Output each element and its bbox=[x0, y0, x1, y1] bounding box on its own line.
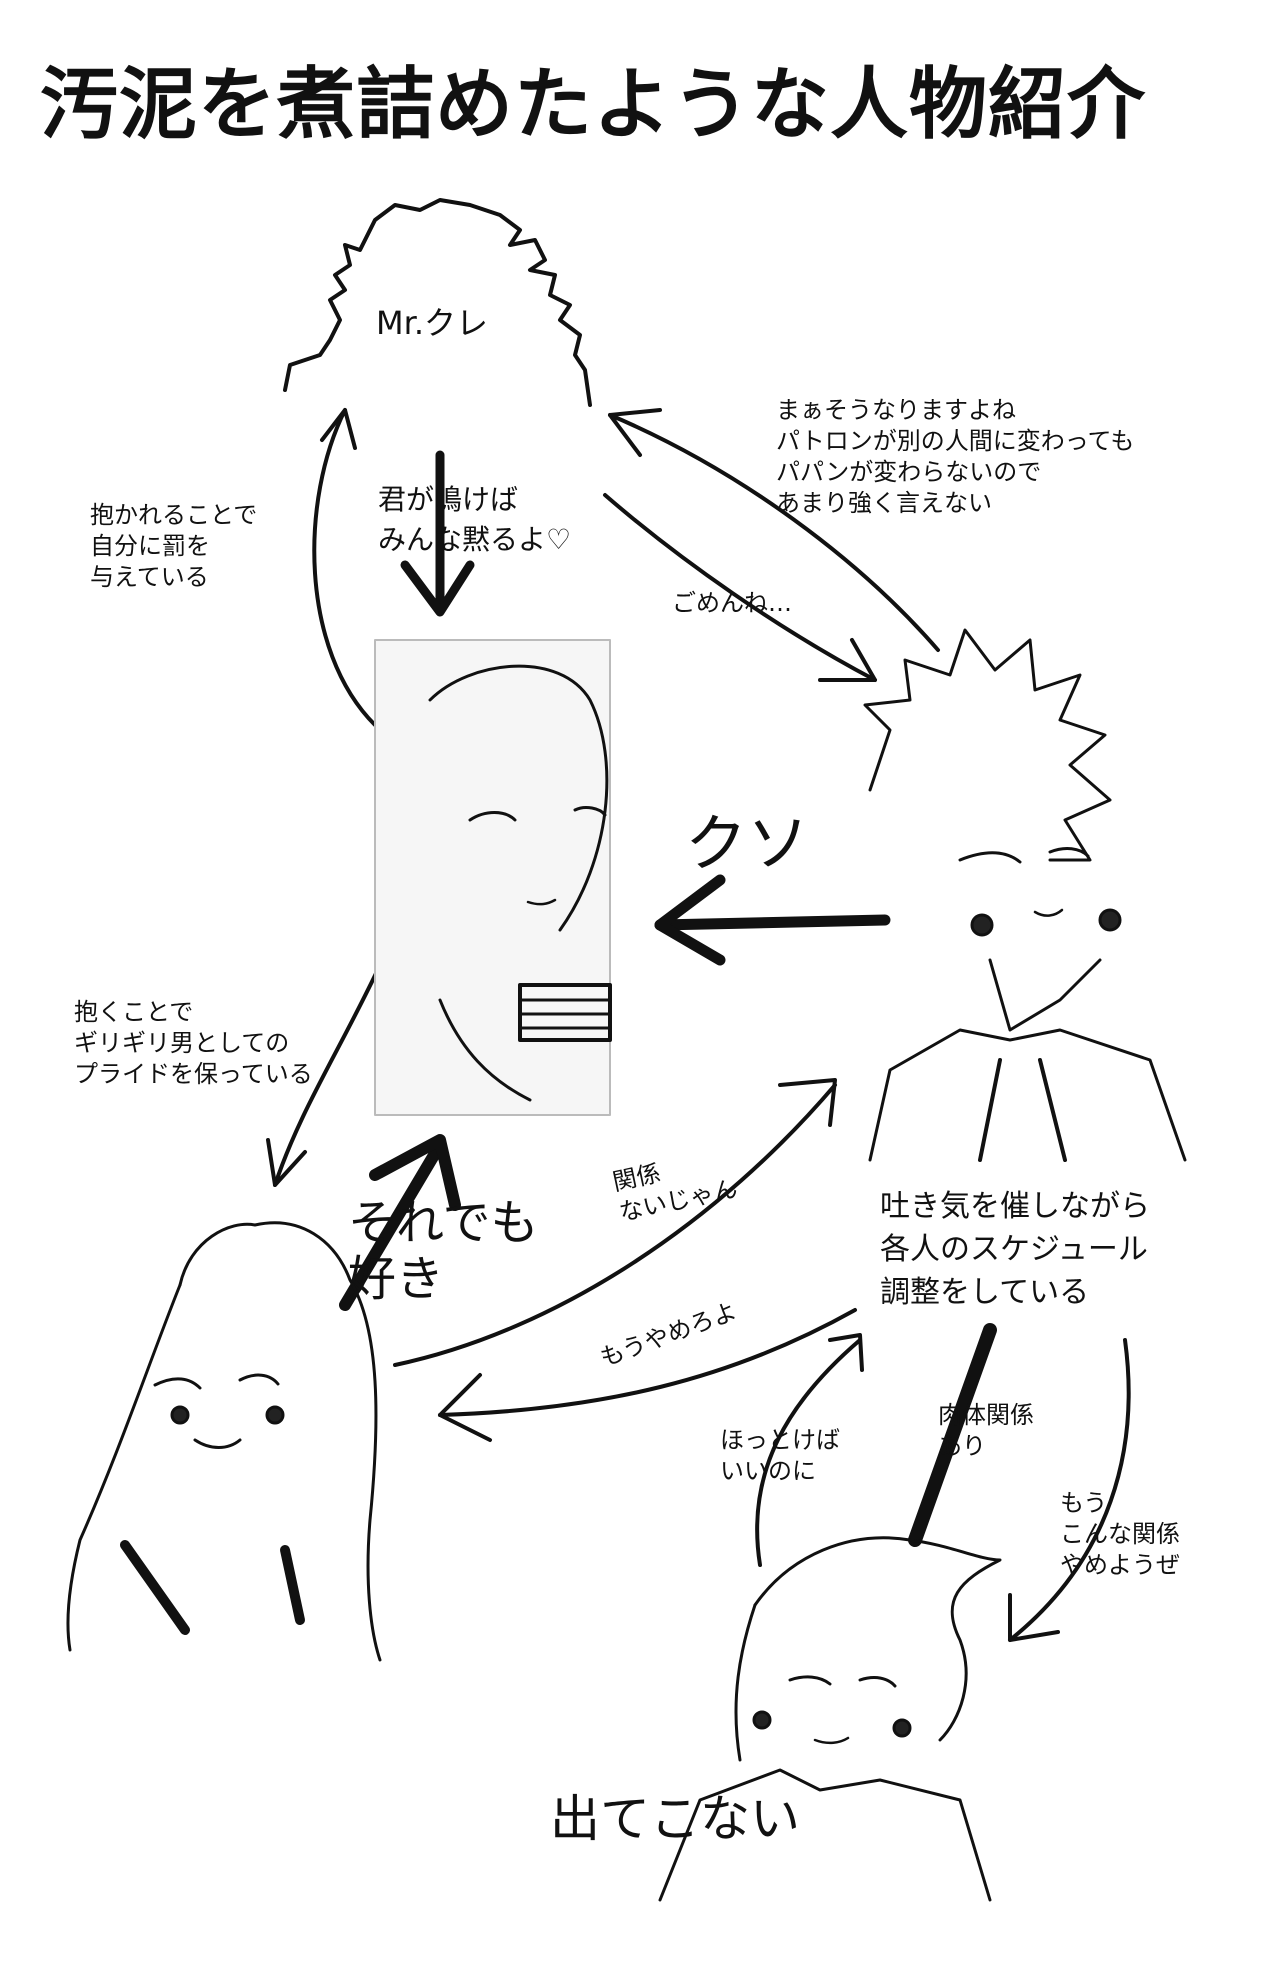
link-right-bottom bbox=[908, 1323, 997, 1547]
arrow-left-to-center bbox=[339, 1139, 446, 1311]
label-center-to-kure: 抱かれることで 自分に罰を 与えている bbox=[90, 501, 258, 591]
bottom-character-description: 出てこない bbox=[550, 1790, 800, 1848]
right-character-description: 吐き気を催しながら 各人のスケジュール 調整をしている bbox=[880, 1189, 1150, 1310]
arrow-right-to-left-head bbox=[438, 1373, 492, 1442]
arrow-left-to-center-head bbox=[369, 1134, 461, 1211]
mr-kure-name: Mr.クレ bbox=[376, 304, 489, 342]
right-character-hair bbox=[863, 628, 1112, 862]
page-title: 汚泥を煮詰めたような人物紹介 bbox=[40, 60, 1147, 150]
label-left-to-center: それでも 好き bbox=[348, 1195, 539, 1307]
label-right-bottom-link: 肉体関係 あり bbox=[938, 1401, 1034, 1460]
arrow-center-to-kure bbox=[312, 408, 377, 727]
arrow-right-to-center-head bbox=[654, 874, 726, 966]
arrow-right-to-bottom-head bbox=[1008, 1593, 1060, 1642]
arrow-right-to-bottom bbox=[1008, 1338, 1131, 1642]
label-right-to-bottom: もう こんな関係 やめようぜ bbox=[1060, 1489, 1180, 1579]
label-right-to-center: クソ bbox=[685, 807, 810, 880]
arrow-bottom-to-right-head bbox=[828, 1333, 864, 1372]
label-right-to-kure: まぁそうなりますよね パトロンが別の人間に変わっても パパンが変わらないので あ… bbox=[776, 396, 1135, 517]
left-character-hair bbox=[178, 1221, 382, 1662]
label-kure-to-right: ごめんね… bbox=[672, 589, 792, 617]
arrow-right-to-left bbox=[438, 1308, 857, 1417]
label-center-to-left: 抱くことで ギリギリ男としての プライドを保っている bbox=[74, 998, 313, 1088]
arrow-right-to-center bbox=[654, 914, 891, 931]
label-kure-to-center: 君が鳴けば みんな黙るよ♡ bbox=[378, 483, 572, 556]
arrow-bottom-to-right bbox=[755, 1338, 862, 1567]
arrow-kure-to-right-head bbox=[818, 638, 877, 682]
label-bottom-to-right: ほっとけば いいのに bbox=[720, 1426, 840, 1485]
arrow-kure-to-right bbox=[603, 493, 877, 682]
arrow-left-to-right-head bbox=[778, 1078, 837, 1127]
arrow-center-to-kure-head bbox=[320, 408, 357, 450]
mr-kure-outline bbox=[283, 198, 592, 407]
center-character-panel bbox=[374, 639, 611, 1116]
arrow-left-to-right bbox=[393, 1083, 837, 1367]
arrow-right-to-kure-head bbox=[608, 408, 662, 457]
arrow-right-to-kure bbox=[608, 413, 940, 652]
arrow-center-to-left bbox=[273, 963, 382, 1187]
bottom-character-hair bbox=[753, 1536, 1002, 1742]
arrow-center-to-left-head bbox=[266, 1138, 307, 1187]
arrow-kure-to-center-head bbox=[400, 560, 475, 617]
